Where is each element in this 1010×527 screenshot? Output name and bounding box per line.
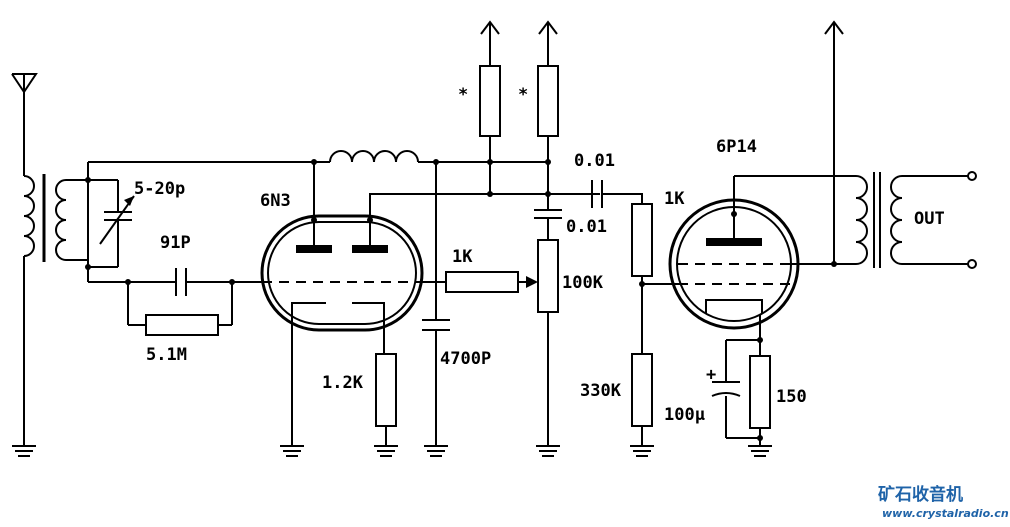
label-tune-cap: 5-20p [134,179,185,199]
watermark-site-name: 矿石收音机 [878,484,963,505]
ground-symbol-cathode1 [280,445,304,457]
b-plus-resistor-1 [479,20,501,194]
label-cath-cap: 100μ [664,405,705,425]
junction-dot [639,281,645,287]
b-plus-rail-output [824,20,856,265]
label-grid-leak: 330K [580,381,622,401]
junction-dot [757,337,763,343]
label-cath-res: 1.2K [322,373,364,393]
grid-leak-330k [630,353,654,457]
cathode-network [711,314,772,457]
junction-dot [757,435,763,441]
cathode-resistor-1-2k [374,318,398,457]
plate-capacitor-0-01 [534,209,562,240]
antenna-symbol [11,73,38,176]
label-tube1: 6N3 [260,191,291,211]
label-tube2: 6P14 [716,137,757,157]
tube-6p14 [668,176,800,330]
label-grid-stop: 1K [664,189,685,209]
junction-dot [731,211,737,217]
variable-capacitor-5-20p [88,179,135,268]
label-grid-cap: 91P [160,233,191,253]
watermark-url: www.crystalradio.cn [882,507,1009,520]
tube-6n3 [260,214,424,332]
label-pot-series: 1K [452,247,473,267]
label-output: OUT [914,209,945,229]
ground-symbol-antenna [12,445,36,457]
label-plate-cap: 0.01 [566,217,607,237]
grid-capacitor-91p [168,268,262,296]
series-resistor-1k [445,271,538,293]
potentiometer-100k [536,239,560,457]
watermark: 矿石收音机 www.crystalradio.cn [878,484,1009,520]
label-asterisk1: * [458,85,468,105]
output-terminal [967,171,977,181]
label-asterisk2: * [518,85,528,105]
output-transformer [855,172,968,268]
b-plus-resistor-2 [537,20,559,210]
label-cath-res2: 150 [776,387,807,407]
output-terminal [967,259,977,269]
antenna-primary-coil [23,175,35,446]
label-bypass-cap: 4700P [440,349,491,369]
bypass-capacitor-4700p [422,162,450,457]
wire-plate2 [369,193,600,220]
rf-choke-coil [329,150,548,163]
label-cap-plus: + [706,365,716,385]
label-pot: 100K [562,273,604,293]
coupling-capacitor-0-01 [591,180,643,208]
label-coupling-cap: 0.01 [574,151,615,171]
grid-resistor-5-1m [127,282,233,336]
label-grid-res: 5.1M [146,345,187,365]
tuning-coil-secondary [55,179,88,261]
junction-dot [545,191,551,197]
